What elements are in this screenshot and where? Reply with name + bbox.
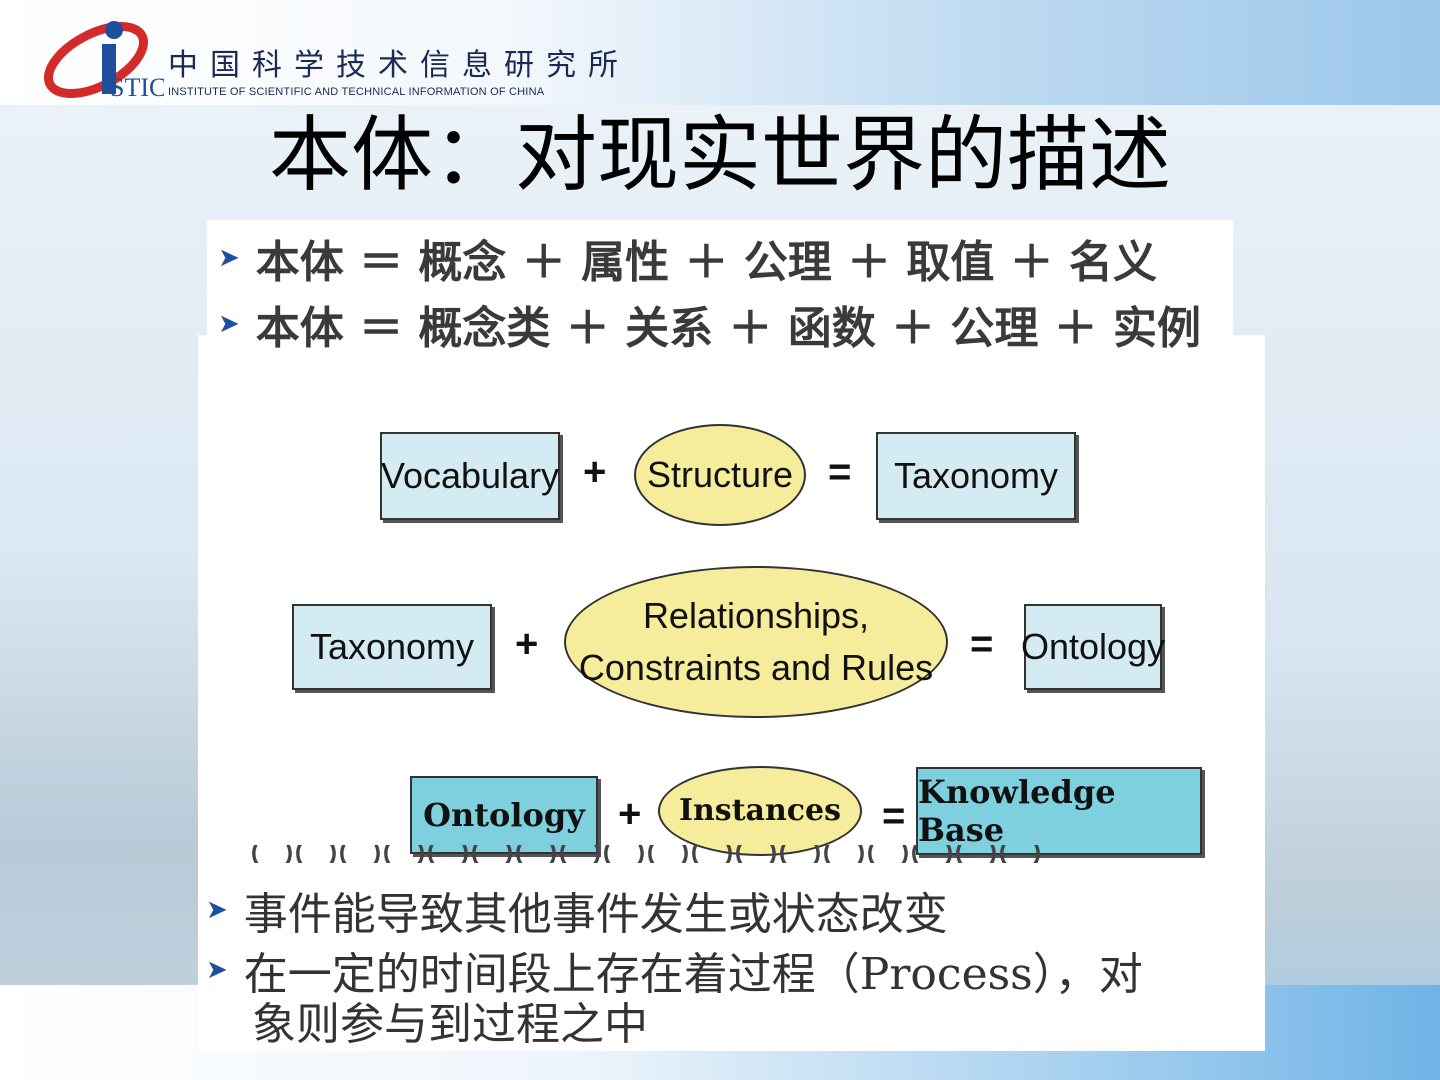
equals-operator: = (970, 622, 994, 666)
relationships-ellipse: Relationships, Constraints and Rules (564, 566, 948, 718)
bullet-arrow-icon: ➤ (218, 243, 240, 273)
bullet-arrow-icon: ➤ (206, 955, 228, 985)
bullet-item: ➤ 在一定的时间段上存在着过程（Process），对 (206, 938, 1143, 1002)
bullet-text: 象则参与到过程之中 (252, 999, 648, 1050)
bullet-item: ➤ 本体 ＝ 概念类 ＋ 关系 ＋ 函数 ＋ 公理 ＋ 实例 (218, 292, 1201, 356)
bullet-text: 本体 ＝ 概念类 ＋ 关系 ＋ 函数 ＋ 公理 ＋ 实例 (255, 303, 1201, 354)
ontology-box: Ontology (1021, 604, 1165, 690)
ellipse-line: Relationships, (642, 594, 870, 636)
plus-operator: + (515, 622, 539, 666)
ontology-box: Ontology (410, 776, 598, 854)
structure-ellipse: Structure (634, 424, 806, 526)
vocabulary-box: Vocabulary (380, 432, 560, 520)
instances-ellipse: Instances (658, 766, 862, 856)
ellipse-line: Constraints and Rules (578, 647, 934, 688)
header-band (0, 0, 1440, 105)
logo-text: STIC (110, 73, 164, 101)
bullet-item: ➤ 事件能导致其他事件发生或状态改变 (206, 878, 948, 942)
bullet-item: ➤ 本体 ＝ 概念 ＋ 属性 ＋ 公理 ＋ 取值 ＋ 名义 (218, 226, 1157, 290)
bullet-continuation: 象则参与到过程之中 (252, 988, 648, 1052)
plus-operator: + (618, 792, 642, 836)
bullet-arrow-icon: ➤ (218, 309, 240, 339)
bullet-text: 事件能导致其他事件发生或状态改变 (243, 889, 948, 940)
plus-operator: + (583, 450, 607, 494)
bullet-text: 本体 ＝ 概念 ＋ 属性 ＋ 公理 ＋ 取值 ＋ 名义 (255, 237, 1157, 288)
equals-operator: = (828, 450, 852, 494)
slide-title: 本体：对现实世界的描述 (268, 108, 1171, 203)
org-name-cn: 中国科学技术信息研究所 (168, 48, 630, 83)
knowledge-base-box: Knowledge Base (916, 767, 1202, 855)
org-name-en: INSTITUTE OF SCIENTIFIC AND TECHNICAL IN… (168, 86, 545, 98)
bullet-text: 在一定的时间段上存在着过程（Process），对 (243, 949, 1143, 1000)
content-panel-top (207, 220, 1233, 338)
istic-logo-icon: STIC (43, 21, 164, 101)
equals-operator: = (882, 794, 906, 838)
obscured-text-line: 〇〇〇〇〇〇〇〇〇〇〇〇〇〇〇〇〇〇 (250, 845, 1100, 863)
taxonomy-box: Taxonomy (292, 604, 492, 690)
taxonomy-box: Taxonomy (876, 432, 1076, 520)
bullet-arrow-icon: ➤ (206, 895, 228, 925)
